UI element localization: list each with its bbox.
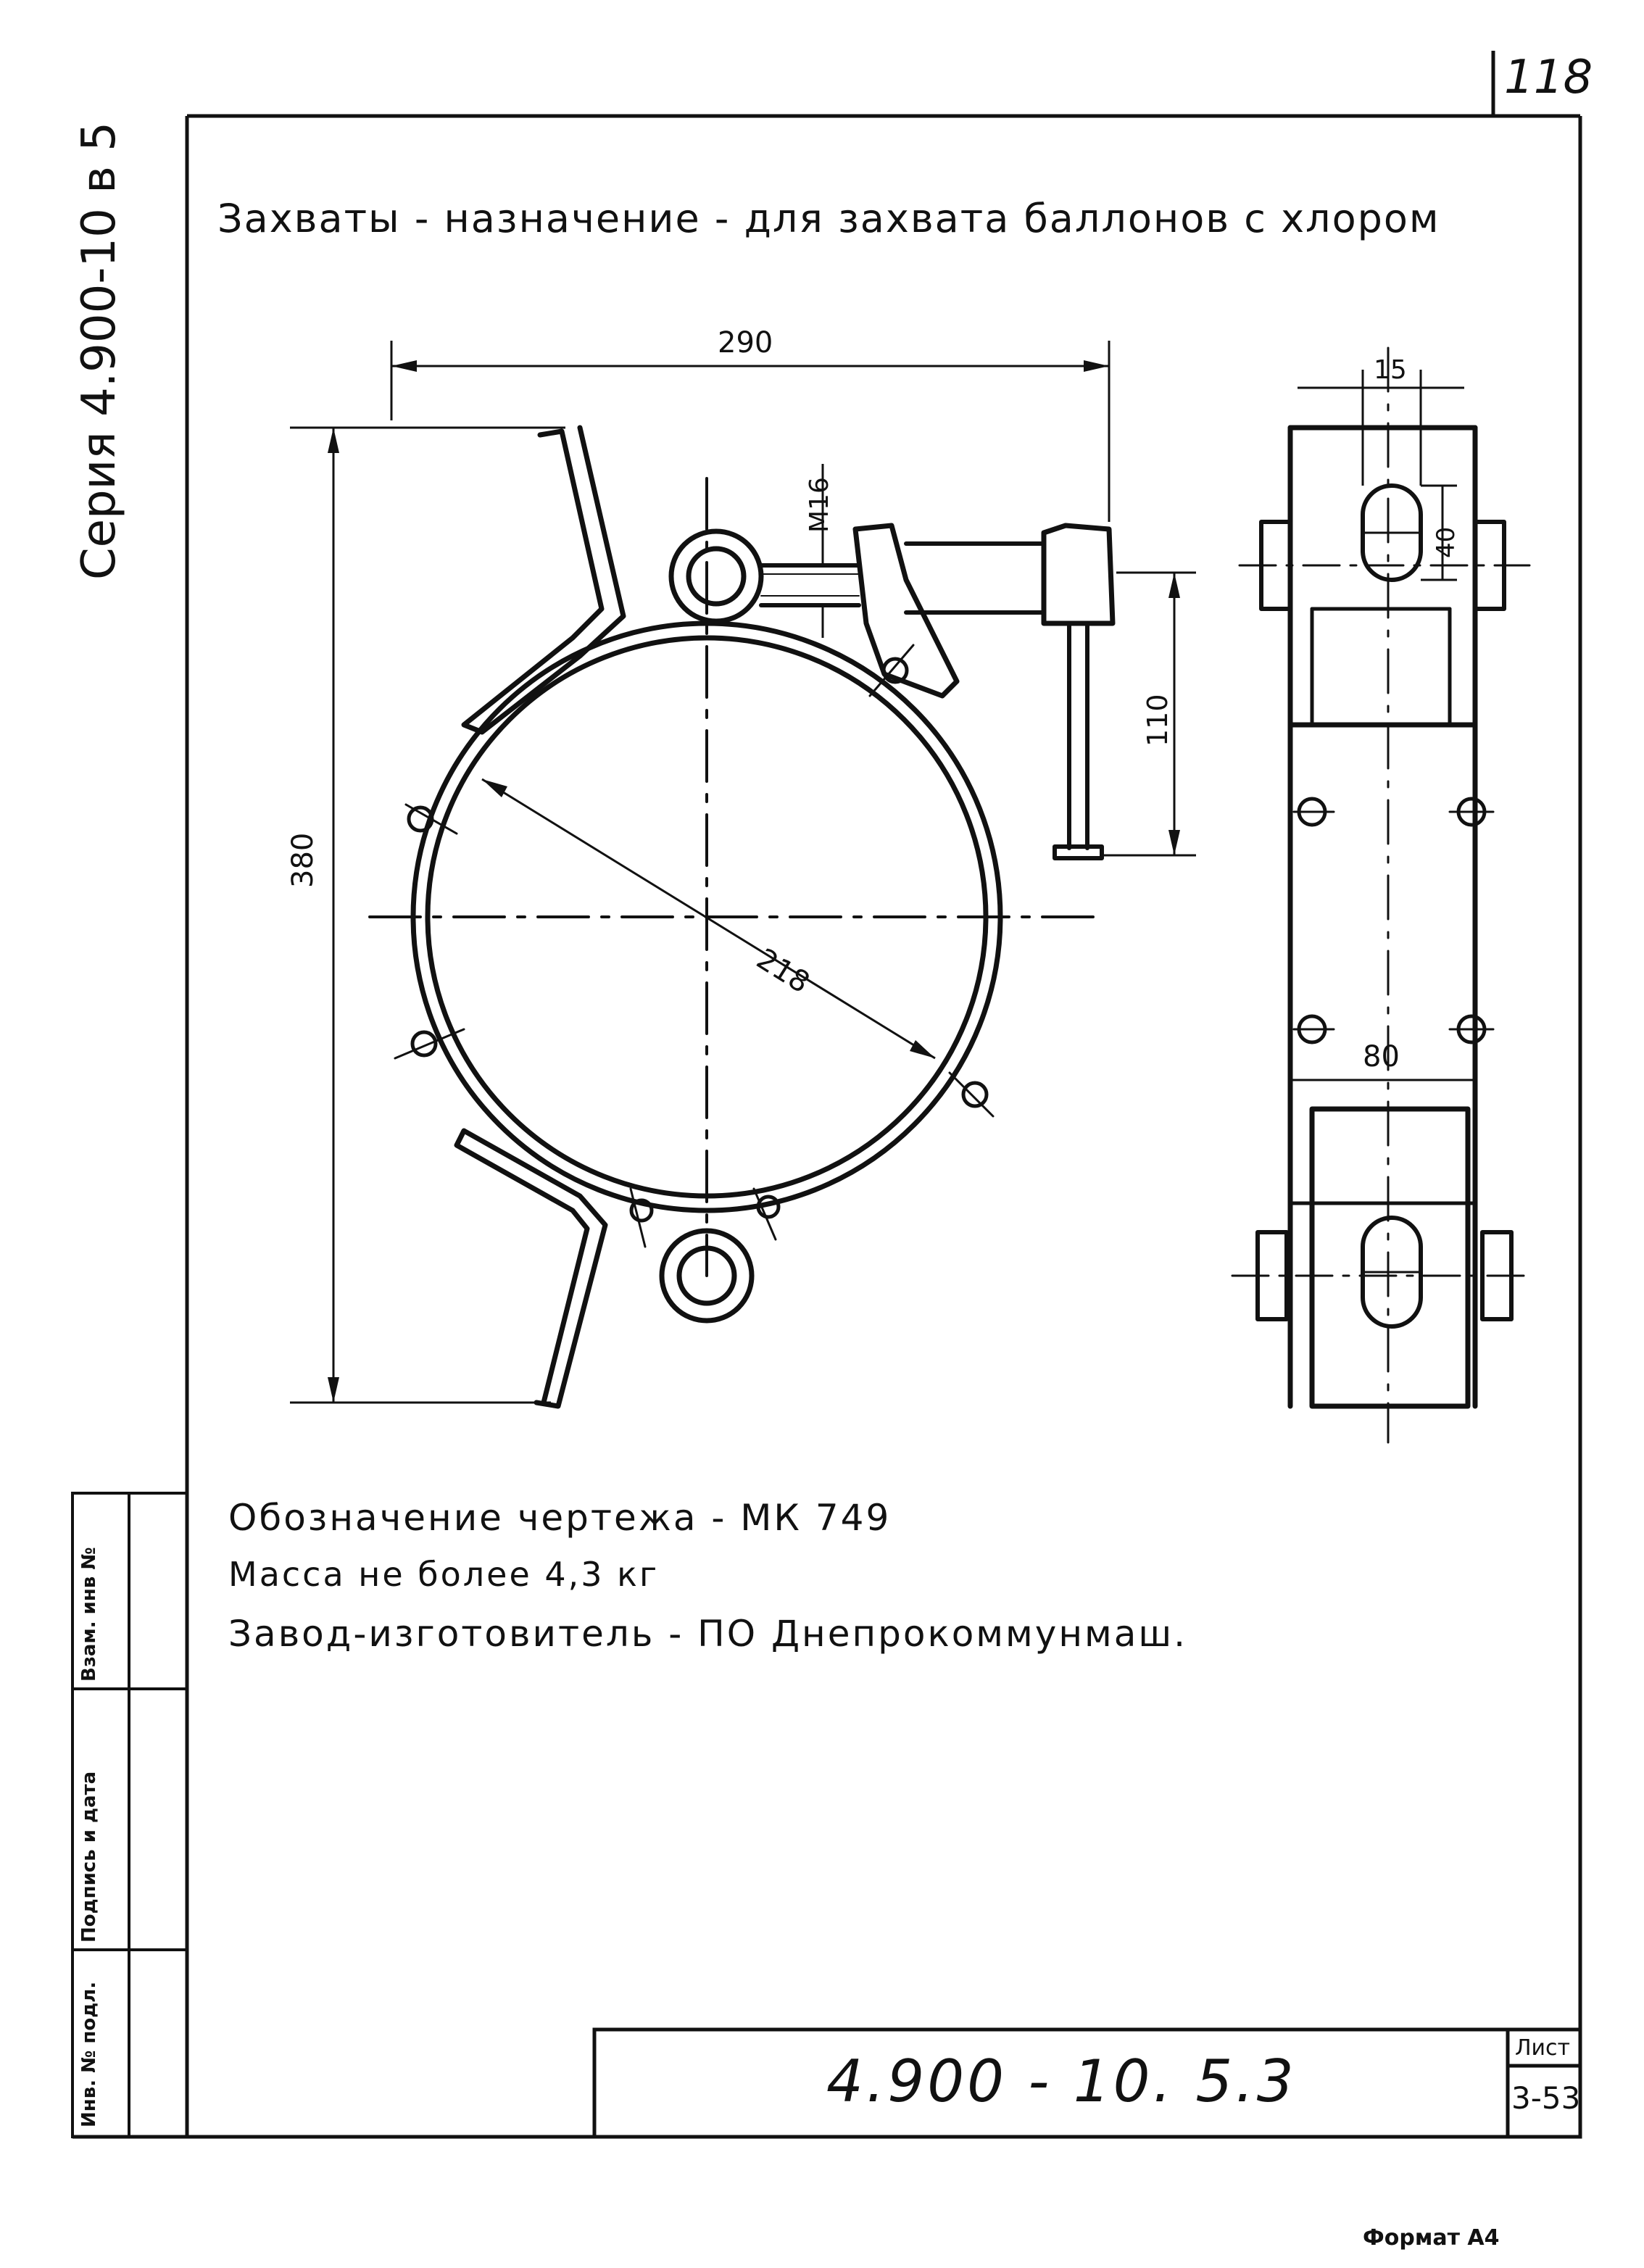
page-number: 118 [1504,51,1593,104]
front-view-dimensions [290,341,1196,1404]
note-designation: Обозначение чертежа - МК 749 [228,1497,892,1539]
sheet-frame [72,51,1582,2139]
side-view-dimensions [1290,370,1475,1081]
dim-80: 80 [1363,1040,1400,1073]
dim-m16: M16 [805,477,834,533]
title-block-box [592,2027,1582,2139]
dim-380: 380 [286,832,320,888]
drawing-title: Захваты - назначение - для захвата балло… [217,196,1440,241]
dimension-arrows [328,360,1180,1403]
drawing-code: 4.900 - 10. 5.3 [826,2048,1297,2115]
clamp-front-view [368,425,1116,1409]
stamp-inv-number: Инв. № подл. [78,1981,100,2127]
dim-40: 40 [1432,526,1461,558]
stamp-signature-date: Подпись и дата [78,1771,100,1943]
dim-15: 15 [1374,355,1407,385]
sheet-label: Лист [1515,2035,1571,2061]
format-note: Формат А4 [1363,2225,1500,2251]
dim-110: 110 [1142,694,1174,747]
clamp-side-view [1231,346,1535,1444]
note-mass: Масса не более 4,3 кг [228,1555,660,1594]
sheet-number: 3-53 [1511,2080,1581,2116]
dim-290: 290 [718,326,773,360]
stamp-replacement-inv: Взам. инв № [78,1547,100,1682]
note-manufacturer: Завод-изготовитель - ПО Днепрокоммунмаш. [228,1613,1188,1655]
series-margin-text: Серия 4.900-10 в 5 [72,122,126,580]
side-stamp-box [71,1492,188,2138]
